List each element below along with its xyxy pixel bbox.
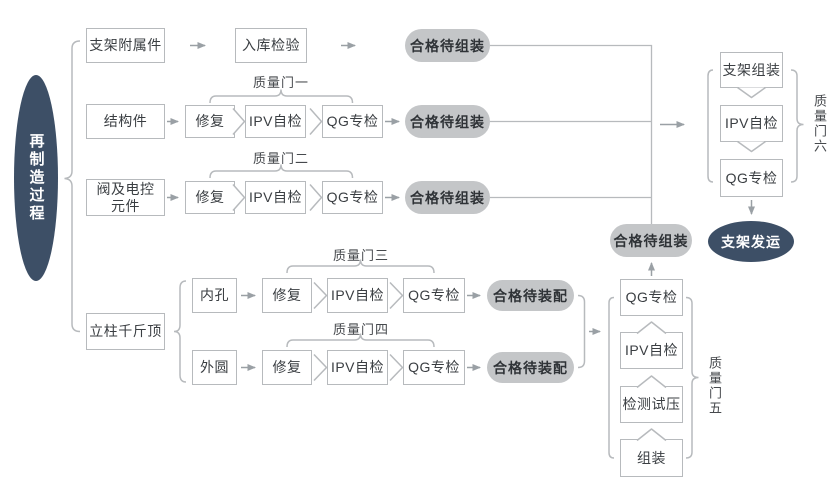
node-structure-ipv-check: IPV自检	[245, 105, 306, 138]
pill-jack-qualified: 合格待组装	[610, 224, 692, 257]
pill-structure-qualified: 合格待组装	[405, 105, 490, 138]
node-valve-part-label: 阀及电控元件	[96, 181, 155, 214]
pill-attachment-qualified-label: 合格待组装	[410, 37, 485, 54]
node-stack6-ipv-label: IPV自检	[724, 115, 779, 132]
node-stack6-qg-label: QG专检	[725, 169, 778, 186]
gate-brace-1	[209, 89, 354, 104]
stack5-left-bracket	[608, 296, 615, 459]
node-jack-part: 立柱千斤顶	[86, 313, 165, 350]
node-stack6-ipv-check: IPV自检	[720, 105, 783, 142]
node-valve-repair-label: 修复	[195, 189, 225, 206]
shipment-node-label: 支架发运	[721, 233, 781, 250]
node-warehouse-inspection: 入库检验	[235, 28, 307, 63]
node-outer-circle-label: 外圆	[200, 359, 229, 376]
node-stack5-pressure-test-label: 检测试压	[622, 396, 681, 413]
node-valve-qg-check: QG专检	[322, 181, 383, 214]
node-stack5-qg-check: QG专检	[620, 279, 683, 316]
node-structure-repair: 修复	[185, 105, 235, 138]
stack6-gate-brace	[790, 69, 804, 183]
node-attachment-part-label: 支架附属件	[89, 37, 162, 54]
node-inner-bore: 内孔	[192, 278, 237, 313]
pill-outer-qualified-label: 合格待装配	[493, 359, 568, 376]
step-chevrons	[232, 86, 766, 442]
node-outer-qg-label: QG专检	[408, 359, 460, 376]
pills-join-bracket	[577, 294, 586, 369]
node-structure-ipv-label: IPV自检	[248, 113, 303, 130]
node-valve-part: 阀及电控元件	[86, 179, 165, 216]
gate-label-5: 质量门五	[707, 356, 722, 416]
collector-lines	[490, 44, 653, 224]
pill-inner-qualified-label: 合格待装配	[493, 287, 568, 304]
node-stack5-pressure-test: 检测试压	[620, 386, 683, 423]
root-process-node: 再制造过程	[14, 75, 58, 281]
node-inner-ipv-label: IPV自检	[330, 287, 385, 304]
stack6-left-bracket	[707, 69, 714, 183]
node-stack5-assemble: 组装	[620, 439, 683, 477]
node-stack6-bracket-assemble: 支架组装	[720, 52, 783, 88]
pill-valve-qualified: 合格待组装	[405, 181, 490, 214]
node-outer-qg-check: QG专检	[403, 350, 465, 385]
node-valve-repair: 修复	[185, 181, 235, 214]
pill-attachment-qualified: 合格待组装	[405, 29, 490, 62]
node-stack6-assemble-label: 支架组装	[722, 61, 781, 78]
node-inner-repair-label: 修复	[272, 287, 302, 304]
gate-label-1: 质量门一	[252, 75, 309, 90]
gate-label-3: 质量门三	[332, 248, 389, 263]
node-outer-ipv-check: IPV自检	[327, 350, 388, 385]
node-inner-ipv-check: IPV自检	[327, 278, 388, 313]
node-outer-circle: 外圆	[192, 350, 237, 385]
pill-jack-qualified-label: 合格待组装	[613, 232, 689, 249]
jack-split-brace	[173, 280, 187, 383]
node-outer-repair-label: 修复	[272, 359, 302, 376]
node-structure-qg-check: QG专检	[322, 105, 383, 138]
gate-label-4: 质量门四	[332, 322, 389, 337]
gate-label-2: 质量门二	[252, 151, 309, 166]
node-inner-qg-label: QG专检	[408, 287, 460, 304]
stack5-gate-brace	[685, 296, 699, 459]
node-jack-part-label: 立柱千斤顶	[89, 323, 162, 340]
pill-outer-qualified: 合格待装配	[487, 352, 574, 383]
node-attachment-part: 支架附属件	[86, 28, 165, 63]
node-stack5-qg-label: QG专检	[625, 289, 678, 306]
pill-valve-qualified-label: 合格待组装	[410, 189, 485, 206]
node-inner-repair: 修复	[262, 278, 312, 313]
node-valve-ipv-label: IPV自检	[248, 189, 303, 206]
node-stack5-assemble-label: 组装	[637, 449, 666, 466]
shipment-node: 支架发运	[708, 221, 794, 262]
node-stack5-ipv-check: IPV自检	[620, 332, 683, 369]
node-structure-qg-label: QG专检	[326, 113, 379, 130]
node-valve-qg-label: QG专检	[326, 189, 379, 206]
node-valve-ipv-check: IPV自检	[245, 181, 306, 214]
pill-inner-qualified: 合格待装配	[487, 280, 574, 311]
node-structure-repair-label: 修复	[195, 113, 225, 130]
pill-structure-qualified-label: 合格待组装	[410, 113, 485, 130]
node-inner-qg-check: QG专检	[403, 278, 465, 313]
node-structure-part: 结构件	[86, 104, 165, 139]
main-brace	[64, 40, 81, 333]
gate-label-6: 质量门六	[812, 94, 827, 154]
node-stack6-qg-check: QG专检	[720, 159, 783, 197]
node-structure-part-label: 结构件	[103, 113, 148, 130]
node-outer-ipv-label: IPV自检	[330, 359, 385, 376]
node-stack5-ipv-label: IPV自检	[624, 342, 679, 359]
node-outer-repair: 修复	[262, 350, 312, 385]
node-inner-bore-label: 内孔	[200, 287, 229, 304]
node-warehouse-inspection-label: 入库检验	[242, 37, 300, 54]
root-process-label: 再制造过程	[27, 133, 45, 223]
